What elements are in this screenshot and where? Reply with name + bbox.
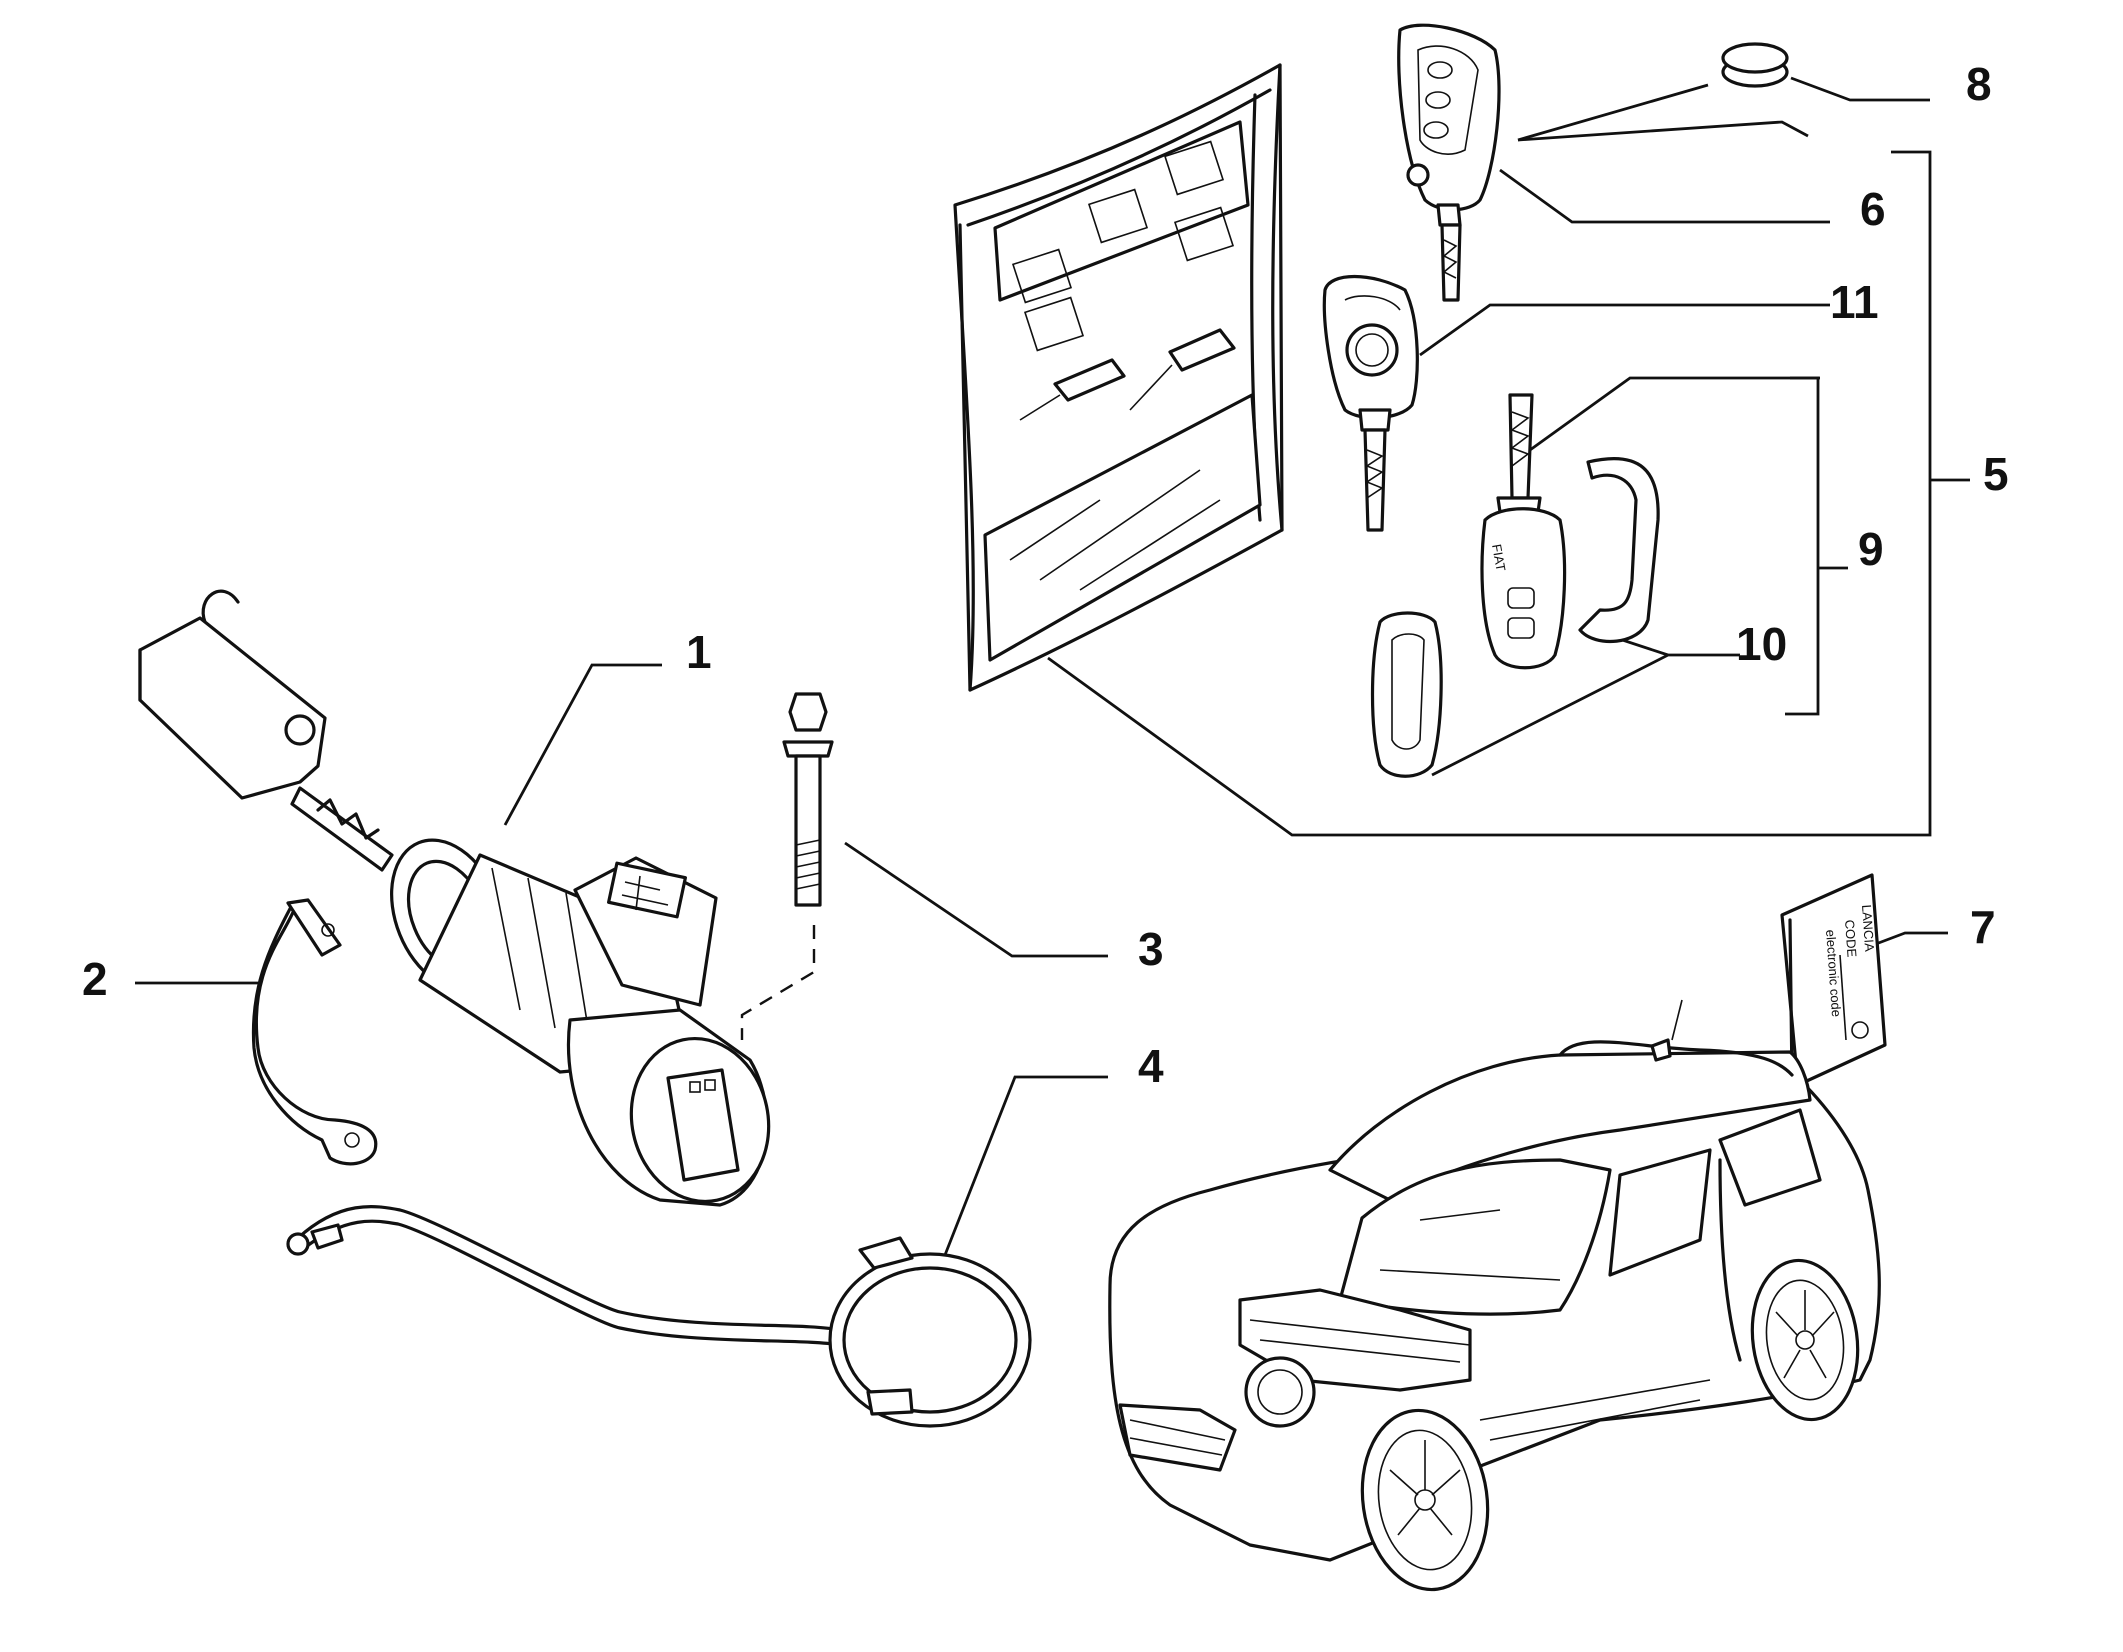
shear-bolt-icon [782,692,834,907]
callout-8: 8 [1966,58,1992,110]
code-card-icon: LANCIA CODE electronic code [1780,873,1887,1087]
callout-4: 4 [1138,1040,1164,1092]
callout-labels: 1 2 3 4 5 6 7 8 9 10 11 [82,58,2009,1092]
leader-1 [503,663,662,826]
leader-8c [1517,120,1809,142]
leader-5-bracket [1047,150,1932,837]
immobilizer-antenna-ring-icon [286,1205,1032,1428]
lock-bolt-dashline [740,925,816,1040]
code-card-brand: LANCIA [1859,904,1877,952]
master-key-icon [1322,274,1419,532]
leader-11 [1419,303,1830,357]
leader-10 [1431,653,1740,777]
leader-8b [1517,83,1709,142]
callout-2: 2 [82,953,108,1005]
leader-9-bracket [1785,376,1820,716]
callout-3: 3 [1138,923,1164,975]
leader-6 [1499,168,1830,224]
ignition-lock-barrel-icon [390,838,771,1207]
key-cover-shells-icon [1370,457,1660,778]
callout-6: 6 [1860,183,1886,235]
leader-8 [1790,76,1930,102]
car-illustration [1108,999,1881,1592]
callout-7: 7 [1970,901,1996,953]
callout-5: 5 [1983,448,2009,500]
remote-flip-key-icon [1397,23,1501,302]
callout-1: 1 [686,626,712,678]
remote-key-badge: FIAT [1489,543,1509,572]
flip-key-icon [138,589,394,872]
callout-9: 9 [1858,523,1884,575]
leader-lines [135,76,1970,1256]
remote-key-body-icon: FIAT [1480,393,1567,670]
leader-3 [844,841,1108,958]
battery-cell-icon [1721,42,1789,88]
leader-9a [1529,376,1820,452]
leader-4 [943,1075,1108,1256]
callout-10: 10 [1736,618,1787,670]
code-card-electronic: electronic code [1823,929,1844,1017]
callout-11: 11 [1830,276,1879,328]
code-card-code: CODE [1842,919,1860,958]
lock-retaining-clip-icon [251,898,378,1166]
code-card-booklet-icon [953,63,1284,692]
